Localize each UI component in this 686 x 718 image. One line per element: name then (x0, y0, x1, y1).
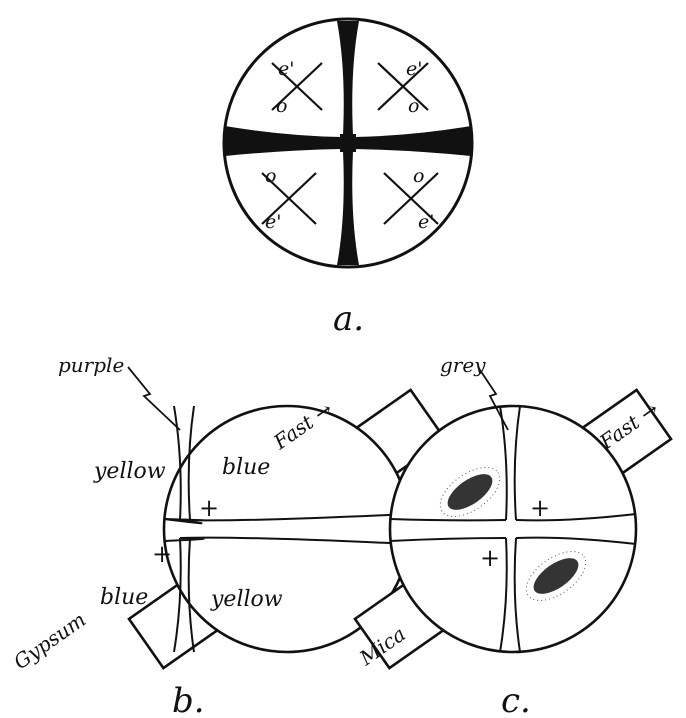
figure-c-plus-upper: + (530, 494, 550, 522)
figure-c-pointer-line (477, 366, 509, 431)
figure-b: purple yellow blue blue yellow + + Fast … (9, 353, 447, 718)
figure-c-isogyre-arms (389, 513, 637, 545)
figure-b-pointer-label: purple (58, 353, 124, 377)
figure-a-label-br-upper: o (413, 165, 424, 187)
figure-b-plus-lower: + (152, 540, 172, 568)
figure-a-label-tr-lower: o (408, 95, 419, 117)
figure-a-isogyre-vertical (337, 21, 359, 265)
figure-b-plate-bottom-label: Gypsum (9, 607, 90, 674)
figure-c-pointer-label: grey (440, 353, 486, 377)
figure-a-center-dot (340, 134, 356, 152)
figure-a-label-tl-lower: o (276, 95, 287, 117)
figure-a-field-circle (222, 17, 474, 269)
figure-a-label-bl-upper: o (265, 165, 276, 187)
figure-c: grey + + Fast → Mica c. (353, 353, 673, 718)
figure-a: e' o e' o o e' o e' a. (222, 17, 474, 339)
figure-b-isogyre-arms (163, 513, 411, 545)
figure-c-plus-lower: + (480, 544, 500, 572)
figure-a-label-tr-upper: e' (406, 58, 422, 80)
figure-a-label-tl-upper: e' (278, 58, 294, 80)
figure-c-spot-upper-left (439, 467, 501, 517)
figure-b-caption: b. (172, 681, 205, 718)
figure-b-label-top-right: blue (222, 455, 270, 480)
figure-b-plus-upper: + (199, 494, 219, 522)
figure-b-isogyre-vertical (173, 405, 195, 653)
figure-b-label-bottom-left: blue (100, 585, 148, 610)
figure-b-label-bottom-right: yellow (210, 587, 283, 612)
figure-a-label-br-lower: e' (418, 211, 434, 233)
figure-c-spot-lower-right (525, 551, 587, 601)
figure-a-vibration-cross-top-left (271, 62, 323, 111)
figure-a-isogyre-horizontal (225, 126, 471, 156)
figure-c-caption: c. (501, 681, 531, 718)
figure-a-caption: a. (333, 299, 364, 339)
figure-b-pointer-line (127, 366, 181, 431)
figure-b-isogyre-horizontal (163, 518, 203, 525)
figure-a-vibration-cross-bottom-left (261, 172, 317, 225)
figure-a-label-bl-lower: e' (265, 211, 281, 233)
figure-a-vibration-cross-bottom-right (383, 172, 439, 225)
figure-b-label-top-left: yellow (93, 459, 166, 484)
figure-a-vibration-cross-top-right (377, 62, 429, 111)
figure-c-field-circle (388, 404, 638, 654)
figure-c-isogyre-vertical (499, 405, 521, 653)
